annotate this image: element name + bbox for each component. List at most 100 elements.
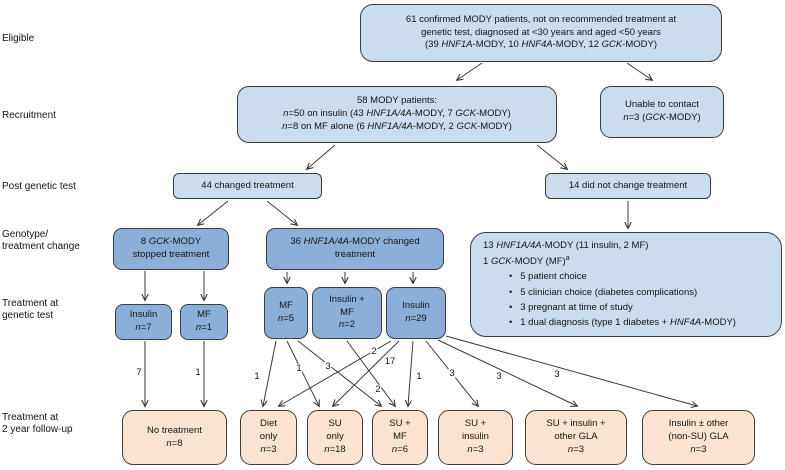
row-label-post-genetic-test: Post genetic test (2, 181, 76, 193)
text-line: treatment (334, 249, 376, 260)
text-line: Treatment at (2, 298, 59, 309)
flow-arrow-insulin_n29-to-su_insulin_other_gla (437, 339, 577, 406)
text-line: Unable to contact (625, 99, 699, 111)
text-line: n=50 on insulin (43 HNF1A/4A-MODY, 7 GCK… (283, 108, 511, 120)
text-line: Diet (260, 418, 277, 430)
text-line: SU + insulin + (546, 418, 606, 430)
text-line: stopped treatment (132, 249, 210, 260)
text-line: SU + (389, 418, 411, 430)
arrow-count-label: 3 (553, 368, 561, 381)
row-label-recruitment: Recruitment (2, 110, 56, 122)
text-line: (non-SU) GLA (668, 431, 729, 443)
flow-arrow-mf_n5-to-su_mf (297, 340, 381, 406)
no-change-detail-box: 13 HNF1A/4A-MODY (11 insulin, 2 MF) 1 GCK… (470, 232, 782, 337)
text-line: Insulin (129, 309, 158, 321)
flow-arrow-insulin_n29-to-diet_only (279, 340, 392, 406)
arrow-count-label: 1 (415, 370, 423, 383)
flow-arrow-insulin_n29-to-su_insulin (425, 340, 478, 406)
text-line: 61 confirmed MODY patients, not on recom… (405, 13, 677, 25)
text-line: MF (197, 309, 211, 321)
arrow-count-label: 3 (324, 360, 332, 373)
text-line: n=8 on MF alone (6 HNF1A/4A-MODY, 2 GCK-… (282, 120, 512, 132)
text-line: 14 did not change treatment (568, 179, 688, 191)
text-line: n=6 (391, 443, 409, 455)
flow-arrow-mf_n5-to-diet_only (263, 340, 277, 406)
text-line: 58 MODY patients: (356, 95, 438, 107)
arrow-count-label: 1 (253, 370, 261, 383)
flow-arrow-mf_n5-to-su_only (286, 340, 319, 406)
text-line: Treatment at (2, 412, 59, 423)
text-line: treatment change (2, 240, 80, 252)
text-line: Post genetic test (2, 181, 76, 192)
flow-arrow-recruitment-to-changed_treatment (307, 144, 336, 169)
text-line: n=29 (405, 313, 427, 324)
text-line: Recruitment (2, 110, 56, 121)
text-line: n=3 (690, 443, 707, 455)
text-line: (39 HNF1A-MODY, 10 HNF4A-MODY, 12 GCK-MO… (425, 39, 657, 51)
text-line: SU + (464, 418, 487, 430)
text-line: 36 HNF1A/4A-MODY changed (290, 236, 420, 248)
text-line: n=3 (567, 443, 585, 455)
changed-treatment-box: 44 changed treatment (173, 173, 322, 199)
flow-arrow-changed_treatment-to-hnf_changed (266, 200, 297, 225)
eligible-box: 61 confirmed MODY patients, not on recom… (360, 4, 722, 62)
text-line: n=1 (195, 322, 213, 333)
text-line: 13 HNF1A/4A-MODY (11 insulin, 2 MF) (483, 240, 649, 252)
row-label-genotype-treatment-change: Genotype/treatment change (2, 229, 80, 253)
flow-arrow-insulin_n29-to-su_only (333, 340, 400, 406)
flow-arrow-eligible-to-recruitment (457, 62, 483, 80)
arrow-count-label: 1 (194, 366, 202, 379)
arrow-count-label: 2 (370, 345, 378, 358)
text-line: • 1 dual diagnosis (type 1 diabetes + HN… (509, 317, 736, 329)
text-line: insulin (462, 431, 489, 443)
text-line: 2 year follow-up (2, 423, 73, 435)
text-line: only (259, 431, 278, 443)
flow-arrow-insulin_n29-to-su_mf (408, 340, 414, 406)
arrow-count-label: 2 (374, 383, 382, 396)
text-line: 44 changed treatment (201, 179, 294, 191)
flow-arrow-eligible-to-unable_to_contact (626, 62, 652, 80)
text-line: n=3 (467, 443, 484, 455)
text-line: Insulin ± other (668, 418, 729, 430)
arrow-count-label: 17 (383, 355, 397, 368)
flow-arrow-insulin_n29-to-insulin_other_gla (445, 335, 697, 406)
text-line: n=18 (324, 443, 346, 455)
text-line: Insulin (402, 300, 430, 312)
text-line: • 5 clinician choice (diabetes complicat… (509, 286, 698, 298)
text-line: n=2 (338, 319, 356, 331)
text-line: only (326, 431, 344, 443)
arrow-count-label: 3 (448, 367, 456, 380)
flow-arrow-insulin_mf_n2-to-su_mf (346, 340, 395, 406)
text-line: n=7 (135, 322, 152, 333)
text-line: genetic test, diagnosed at <30 years and… (421, 26, 661, 38)
text-line: MF (340, 306, 354, 318)
text-line: MF (393, 431, 407, 443)
text-line: Insulin + (329, 293, 365, 305)
text-line: n=8 (166, 437, 183, 449)
text-line: SU (328, 418, 342, 430)
recruitment-box: 58 MODY patients:n=50 on insulin (43 HNF… (237, 86, 557, 143)
flow-arrow-changed_treatment-to-gck_stopped (198, 200, 229, 225)
text-line: • 3 pregnant at time of study (509, 301, 633, 313)
flow-arrow-recruitment-to-did_not_change_treatment (536, 144, 567, 169)
text-line: Eligible (2, 33, 35, 44)
text-line: n=3 (260, 443, 277, 455)
row-label-eligible: Eligible (2, 33, 34, 45)
text-line: 1 GCK-MODY (MF)a (483, 254, 570, 267)
